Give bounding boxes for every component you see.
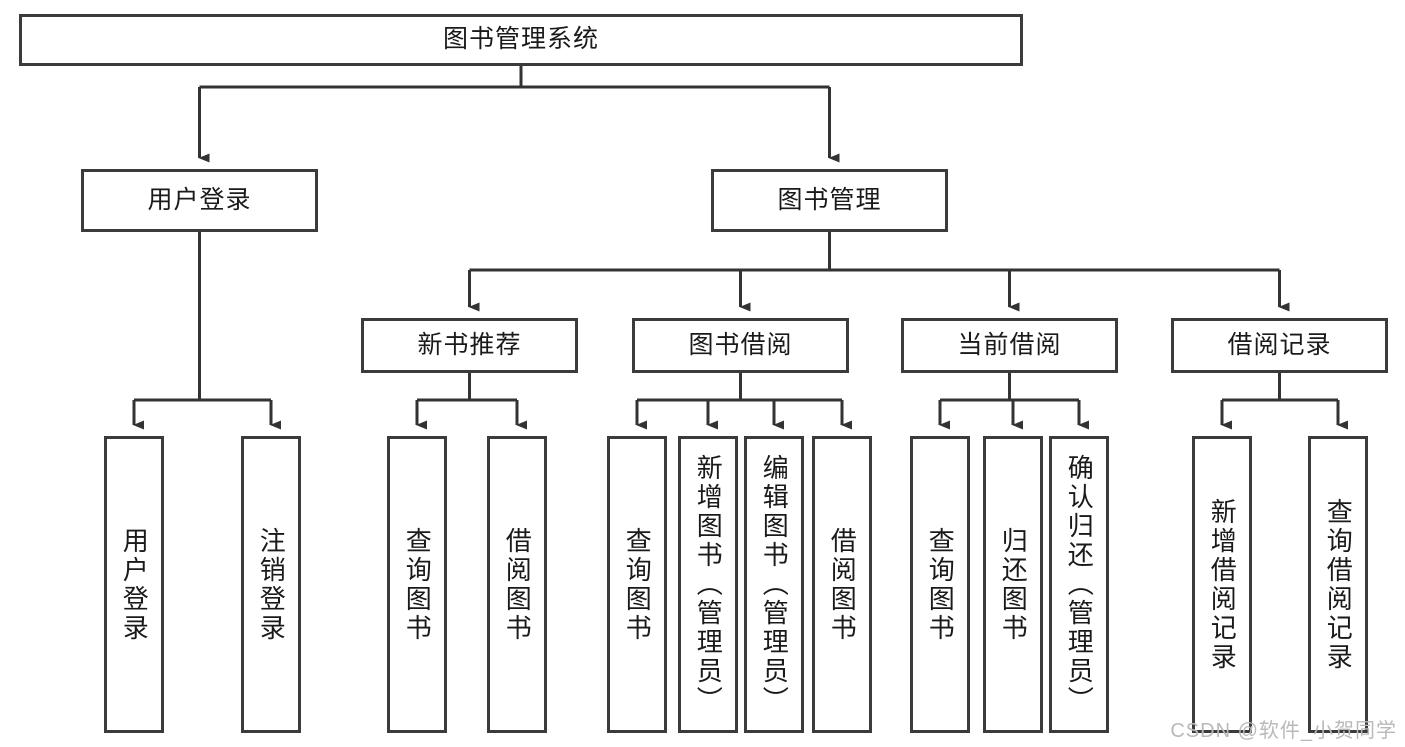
leaf-label: 借阅图书 (502, 526, 533, 643)
leaf-label: 新增借阅记录 (1207, 497, 1238, 672)
node-current-borrow[interactable]: 当前借阅 (901, 318, 1118, 373)
watermark: CSDN @软件_小贺同学 (1170, 720, 1397, 742)
leaf-add-book-admin[interactable]: 新增图书（管理员） (678, 436, 738, 733)
leaf-label: 用户登录 (119, 526, 150, 643)
leaf-label: 查询图书 (622, 526, 653, 643)
leaf-query-book-current[interactable]: 查询图书 (910, 436, 970, 733)
leaf-confirm-return-admin[interactable]: 确认归还（管理员） (1049, 436, 1109, 733)
leaf-query-book-recommend[interactable]: 查询图书 (387, 436, 447, 733)
node-book-borrow[interactable]: 图书借阅 (632, 318, 849, 373)
leaf-label: 归还图书 (998, 526, 1029, 643)
leaf-label: 注销登录 (256, 526, 287, 643)
node-borrow-record[interactable]: 借阅记录 (1171, 318, 1388, 373)
leaf-borrow-book-recommend[interactable]: 借阅图书 (487, 436, 547, 733)
node-new-book-recommend[interactable]: 新书推荐 (361, 318, 578, 373)
leaf-borrow-book[interactable]: 借阅图书 (812, 436, 872, 733)
leaf-logout-login[interactable]: 注销登录 (241, 436, 301, 733)
leaf-label: 查询图书 (925, 526, 956, 643)
leaf-user-login[interactable]: 用户登录 (104, 436, 164, 733)
node-book-manage[interactable]: 图书管理 (711, 169, 948, 232)
leaf-label: 编辑图书（管理员） (759, 454, 790, 715)
leaf-label: 新增图书（管理员） (693, 454, 724, 715)
leaf-return-book[interactable]: 归还图书 (983, 436, 1043, 733)
leaf-add-borrow-record[interactable]: 新增借阅记录 (1192, 436, 1252, 733)
leaf-query-book-borrow[interactable]: 查询图书 (607, 436, 667, 733)
leaf-label: 确认归还（管理员） (1064, 454, 1095, 715)
leaf-label: 借阅图书 (827, 526, 858, 643)
leaf-label: 查询借阅记录 (1323, 497, 1354, 672)
leaf-label: 查询图书 (402, 526, 433, 643)
leaf-edit-book-admin[interactable]: 编辑图书（管理员） (744, 436, 804, 733)
node-root[interactable]: 图书管理系统 (19, 14, 1023, 66)
node-user-login[interactable]: 用户登录 (81, 169, 318, 232)
leaf-query-borrow-record[interactable]: 查询借阅记录 (1308, 436, 1368, 733)
